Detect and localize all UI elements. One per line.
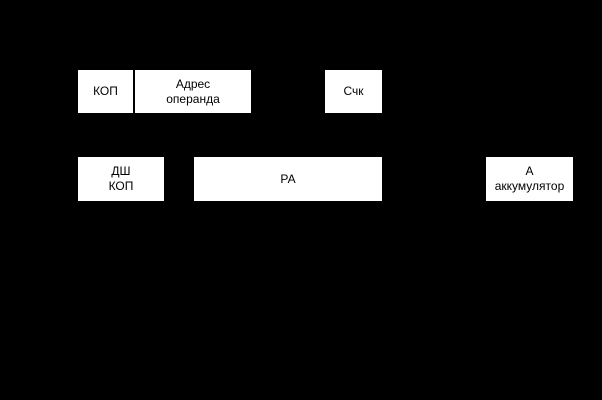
instruction-word-box: КОП Адрес операнда (78, 70, 251, 113)
opcode-decoder-box: ДШ КОП (78, 157, 164, 201)
address-register-box: РА (194, 157, 382, 201)
operand-address-cell: Адрес операнда (166, 76, 220, 106)
opcode-cell: КОП (78, 70, 135, 113)
accumulator-box: А аккумулятор (486, 157, 573, 201)
instruction-counter-box: Счк (325, 70, 382, 113)
